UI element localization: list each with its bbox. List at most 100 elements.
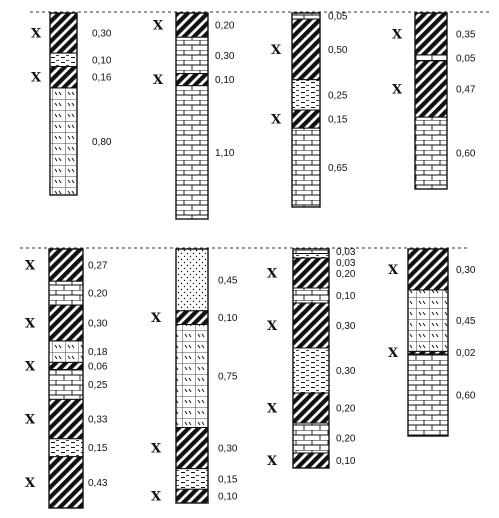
layer-symbol-label: Х: [151, 490, 162, 505]
lower-row: 0,27Х0,200,30Х0,180,06Х0,250,33Х0,150,43…: [20, 247, 476, 508]
layer-symbol-label: Х: [388, 263, 399, 278]
layer-symbol-label: Х: [31, 27, 42, 42]
layer-thickness-label: 0,47: [456, 85, 476, 96]
layer-brick: [292, 13, 320, 19]
layer-symbol-label: Х: [267, 402, 278, 417]
layer-brick: [176, 86, 208, 219]
layer-hatched: [293, 303, 329, 348]
layer-brick: [415, 55, 447, 61]
layer-dashed: [176, 469, 208, 490]
layer-brick: [293, 423, 329, 453]
layer-thickness-label: 0,27: [88, 261, 108, 272]
layer-symbol-label: Х: [392, 27, 403, 42]
layer-thickness-label: 0,30: [456, 265, 476, 276]
layer-thickness-label: 0,60: [456, 149, 476, 160]
layer-symbol-label: Х: [25, 317, 36, 332]
layer-thickness-label: 0,30: [215, 51, 235, 62]
layer-dashed: [293, 254, 329, 259]
layer-thickness-label: 0,10: [218, 313, 238, 324]
layer-symbol-label: Х: [31, 71, 42, 86]
layer-hatched: [50, 13, 77, 53]
layer-brick: [292, 128, 320, 207]
layer-hatched: [293, 258, 329, 288]
layer-hatched: [176, 427, 208, 468]
layer-symbol-label: Х: [25, 413, 36, 428]
layer-thickness-label: 0,10: [336, 456, 356, 467]
layer-symbol-label: Х: [151, 311, 162, 326]
layer-thickness-label: 0,45: [456, 316, 476, 327]
layer-dashed: [292, 80, 320, 110]
layer-brick: [49, 370, 83, 400]
layer-symbol-label: Х: [267, 454, 278, 469]
layer-thickness-label: 0,75: [218, 372, 238, 383]
layer-thickness-label: 0,25: [328, 90, 348, 101]
layer-thickness-label: 0,20: [88, 289, 108, 300]
layer-symbol-label: Х: [271, 43, 282, 58]
borehole-column: 0,27Х0,200,30Х0,180,06Х0,250,33Х0,150,43…: [25, 249, 108, 508]
layer-hatched: [415, 61, 447, 117]
layer-symbol-label: Х: [151, 442, 162, 457]
layer-brick: [176, 37, 208, 73]
layer-symbol-label: Х: [392, 83, 403, 98]
layer-hatched: [176, 74, 208, 86]
layer-hatched: [293, 453, 329, 468]
layer-thickness-label: 0,18: [88, 347, 108, 358]
layer-symbol-label: Х: [271, 113, 282, 128]
layer-symbol-label: Х: [388, 346, 399, 361]
layer-thickness-label: 0,45: [218, 275, 238, 286]
layer-dotted: [176, 249, 208, 311]
layer-thickness-label: 0,33: [88, 415, 108, 426]
layer-symbol-label: Х: [153, 73, 164, 88]
layer-hatched: [408, 249, 448, 290]
layer-symbol-label: Х: [267, 319, 278, 334]
layer-symbol-label: Х: [25, 476, 36, 491]
layer-thickness-label: 1,10: [215, 148, 235, 159]
layer-hatched: [292, 19, 320, 80]
layer-dashed: [293, 348, 329, 393]
upper-row: 0,30Х0,100,16Х0,800,20Х0,300,10Х1,100,05…: [30, 12, 490, 219]
layer-dashed: [50, 53, 77, 66]
layer-brick: [293, 288, 329, 303]
layer-dashed: [49, 439, 83, 457]
layer-hatched: [293, 393, 329, 423]
layer-hatched: [176, 489, 208, 503]
layer-thickness-label: 0,10: [218, 492, 238, 503]
layer-hatched: [49, 362, 83, 369]
layer-symbol-label: Х: [153, 19, 164, 34]
layer-symbol-label: Х: [25, 359, 36, 374]
layer-hatched: [176, 13, 208, 37]
layer-ticked: [49, 341, 83, 362]
layer-thickness-label: 0,15: [88, 443, 108, 454]
layer-ticked: [50, 88, 77, 195]
layer-brick: [49, 281, 83, 305]
layer-thickness-label: 0,30: [92, 29, 112, 40]
layer-brick: [408, 354, 448, 436]
layer-thickness-label: 0,30: [88, 319, 108, 330]
layer-thickness-label: 0,20: [215, 21, 235, 32]
layer-ticked: [408, 290, 448, 351]
layer-thickness-label: 0,30: [336, 366, 356, 377]
layer-hatched: [415, 13, 447, 55]
layer-thickness-label: 0,30: [336, 321, 356, 332]
layer-symbol-label: Х: [267, 267, 278, 282]
layer-hatched: [49, 399, 83, 438]
layer-hatched: [49, 249, 83, 281]
layer-thickness-label: 0,10: [336, 291, 356, 302]
layer-thickness-label: 0,05: [456, 53, 476, 64]
layer-thickness-label: 0,43: [88, 478, 108, 489]
layer-thickness-label: 0,50: [328, 45, 348, 56]
layer-thickness-label: 0,05: [328, 12, 348, 23]
layer-thickness-label: 0,15: [218, 474, 238, 485]
layer-hatched: [50, 67, 77, 88]
layer-thickness-label: 0,20: [336, 269, 356, 280]
layer-hatched: [176, 311, 208, 325]
layer-brick: [415, 117, 447, 189]
layer-hatched: [49, 457, 83, 508]
